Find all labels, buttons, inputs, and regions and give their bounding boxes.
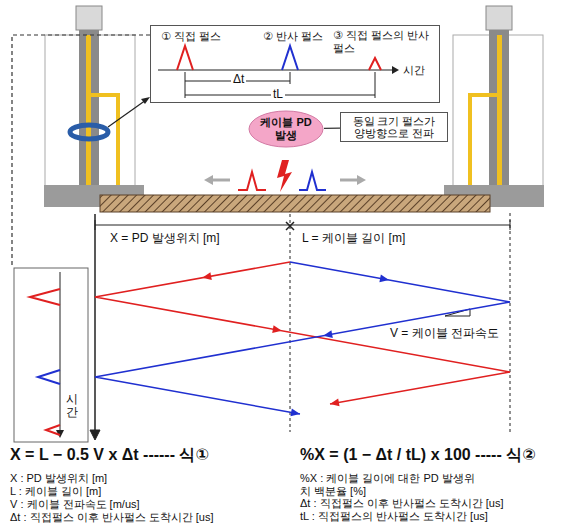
node-text: tL	[271, 88, 285, 102]
cable	[100, 195, 490, 212]
pd-pulses	[204, 160, 366, 192]
arrowhead	[379, 274, 389, 282]
pulse-path	[95, 262, 510, 414]
node-text: ① 직접 펄스	[161, 30, 221, 43]
time-inset	[14, 268, 88, 442]
node-text: ③ 직접 펄스의 반사펄스	[333, 29, 433, 54]
arrowhead	[202, 272, 212, 280]
pulse-box: ① 직접 펄스 ② 반사 펄스 ③ 직접 펄스의 반사펄스 Δt tL 시간	[150, 25, 440, 103]
ellipse-shape	[249, 111, 323, 147]
formula: X = L − 0.5 V x Δt ------ 식①	[10, 446, 209, 464]
pd-ellipse: 케이블 PD 발생	[248, 110, 324, 148]
velocity-label: V = 케이블 전파속도	[388, 327, 501, 341]
node-text: ② 반사 펄스	[263, 30, 323, 43]
arrowhead	[290, 408, 300, 416]
arrowhead	[272, 325, 282, 333]
lattice-frame	[90, 213, 510, 440]
node-text: 케이블 PD 발생	[248, 116, 324, 141]
note-box: 동일 크기 펄스가 양방향으로 전파	[340, 112, 448, 142]
formula: %X = (1 − Δt / tL) x 100 ----- 식②	[300, 446, 536, 464]
time-axis-label: 시간	[66, 393, 78, 419]
lattice-lines	[95, 262, 510, 416]
left-termination	[44, 6, 144, 207]
definition: tL : 직접펄스의 반사펄스 도착시간 [us]	[300, 510, 488, 523]
ct-sensor	[70, 125, 108, 139]
definition: Δt : 직접펄스 이후 반사펄스 도착시간 [us]	[10, 511, 214, 524]
arrowhead	[323, 330, 333, 338]
pulse-box-ground	[150, 25, 440, 103]
length-label: L = 케이블 길이 [m]	[300, 232, 407, 246]
arrowhead	[330, 398, 340, 406]
definition: V : 케이블 전파속도 [m/us]	[10, 498, 140, 511]
connector	[324, 127, 340, 129]
definition: Δt : 직접펄스 이후 반사펄스 도착시간 [us]	[300, 497, 504, 510]
pulse-path	[95, 262, 510, 404]
right-termination	[444, 6, 544, 207]
node-text: Δt	[231, 73, 246, 87]
definition: X : PD 발생위치 [m]	[10, 472, 107, 485]
position-label: X = PD 발생위치 [m]	[108, 232, 222, 246]
definition: %X : 케이블 길이에 대한 PD 발생위치 백분율 [%]	[300, 472, 480, 497]
node-text: 시간	[403, 64, 425, 77]
node-text: 동일 크기 펄스가 양방향으로 전파	[346, 115, 442, 139]
definition: L : 케이블 길이 [m]	[10, 485, 101, 498]
